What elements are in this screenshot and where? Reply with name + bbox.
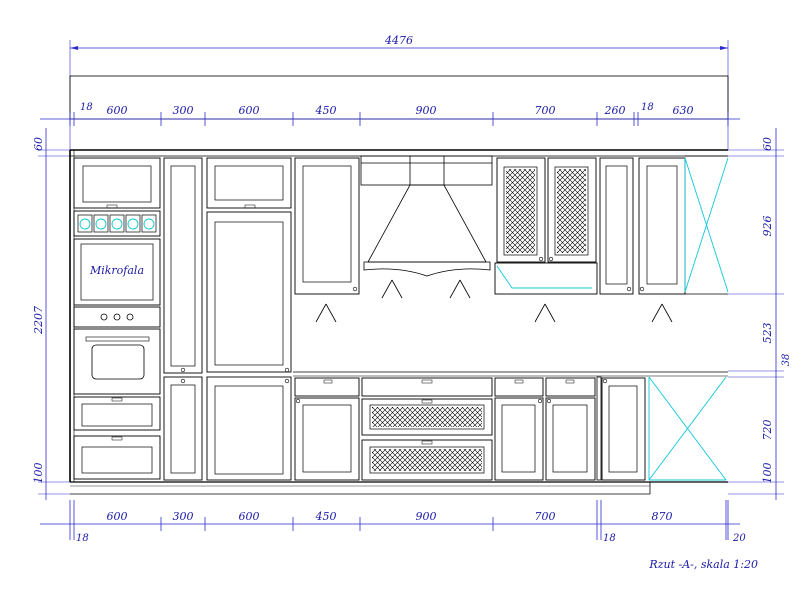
top-width-450: 450 [315,104,337,117]
top-width-260: 260 [604,104,626,117]
bottom-width-dimensions: 600 300 600 450 900 700 870 18 18 20 [40,500,746,544]
wall-cabinet-700-glass [494,157,598,295]
right-height-720: 720 [761,420,774,441]
cooker-hood [360,155,493,277]
right-height-523: 523 [761,323,774,344]
left-height-dimensions: 60 2207 100 [32,128,70,500]
wall-cabinet-260 [599,157,634,295]
top-width-18-left: 18 [80,102,93,113]
top-width-630: 630 [673,104,694,117]
top-width-600-b: 600 [239,104,260,117]
bottom-width-450: 450 [315,510,337,523]
top-width-900: 900 [416,104,437,117]
bottom-width-600-b: 600 [239,510,260,523]
right-height-926: 926 [761,216,774,237]
tall-cabinet-fridge [206,157,292,481]
drawing-caption: Rzut -A-, skala 1:20 [648,558,758,571]
tall-cabinet-narrow [163,157,203,481]
top-width-300: 300 [173,104,194,117]
overall-width-value: 4476 [384,34,413,47]
base-cabinet-700 [494,377,596,481]
bottom-offset-18-mid: 18 [603,533,616,544]
microwave-label: Mikrofala [89,264,144,277]
bottom-offset-20-right: 20 [732,533,746,544]
base-cabinet-450 [294,377,360,481]
top-width-700: 700 [535,104,556,117]
bottom-width-600-a: 600 [107,510,128,523]
right-height-dimensions: 60 926 523 38 720 100 [728,128,792,500]
base-cabinet-corner-870 [596,376,727,481]
left-height-100: 100 [32,463,45,484]
base-cabinet-900 [361,377,493,481]
bottom-width-300: 300 [173,510,194,523]
right-height-38: 38 [781,354,792,367]
tall-cabinet-appliances: Mikrofala [73,157,161,480]
bottom-width-900: 900 [416,510,437,523]
soffit [69,75,729,120]
bottom-width-870: 870 [652,510,673,523]
top-width-600-a: 600 [107,104,128,117]
top-width-18-right: 18 [641,102,654,113]
wall-cabinet-630 [638,155,729,295]
right-height-100: 100 [761,463,774,484]
left-height-60: 60 [32,137,45,151]
bottom-width-700: 700 [535,510,556,523]
left-overall-height: 2207 [32,306,45,335]
cabinet-elevation: Mikrofala [69,149,729,495]
wall-cabinet-450 [294,157,360,295]
right-height-60: 60 [761,137,774,151]
top-width-dimensions: 18 600 300 600 450 900 700 260 18 630 [40,102,740,126]
under-cabinet-lights [315,279,673,323]
bottom-offset-18-left: 18 [76,533,89,544]
overall-width-dimension: 4476 [69,34,729,150]
